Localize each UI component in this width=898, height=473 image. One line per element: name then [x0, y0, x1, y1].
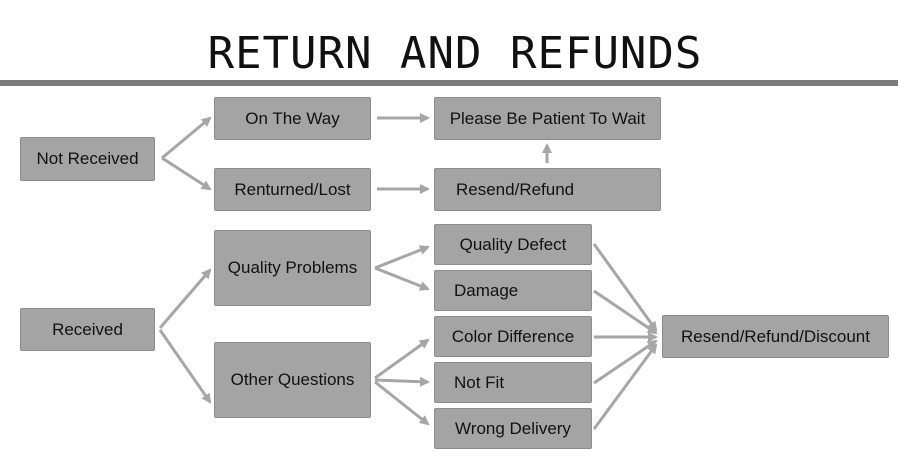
node-damage: Damage	[434, 270, 592, 311]
node-received: Received	[20, 308, 155, 351]
page-title: RETURN AND REFUNDS	[207, 28, 703, 79]
node-please-be-patient: Please Be Patient To Wait	[434, 97, 661, 140]
node-resend-refund-discount: Resend/Refund/Discount	[662, 315, 889, 358]
arrow-wrong-discount	[592, 343, 658, 430]
arrow-quality-damage	[374, 266, 430, 291]
arrow-notfit-discount	[593, 339, 658, 385]
node-not-fit: Not Fit	[434, 362, 592, 403]
arrow-quality-defect	[374, 245, 430, 270]
arrow-other-color	[374, 338, 430, 380]
arrow-notreceived-returned	[161, 156, 212, 191]
node-quality-defect: Quality Defect	[434, 224, 592, 265]
node-on-the-way: On The Way	[214, 97, 371, 140]
arrow-other-notfit	[374, 376, 430, 387]
node-other-questions: Other Questions	[214, 342, 371, 418]
arrow-received-other	[158, 329, 212, 404]
node-resend-refund: Resend/Refund	[434, 168, 661, 211]
node-quality-problems: Quality Problems	[214, 230, 371, 306]
arrow-defect-discount	[592, 243, 658, 332]
arrow-received-quality	[158, 268, 212, 329]
title-divider	[0, 80, 898, 86]
node-color-difference: Color Difference	[434, 316, 592, 357]
arrow-notreceived-ontheway	[161, 116, 212, 160]
arrow-damage-discount	[593, 289, 658, 335]
node-returned-lost: Renturned/Lost	[214, 168, 371, 211]
node-wrong-delivery: Wrong Delivery	[434, 408, 592, 449]
node-not-received: Not Received	[20, 137, 155, 181]
arrow-other-wrong	[374, 380, 430, 426]
